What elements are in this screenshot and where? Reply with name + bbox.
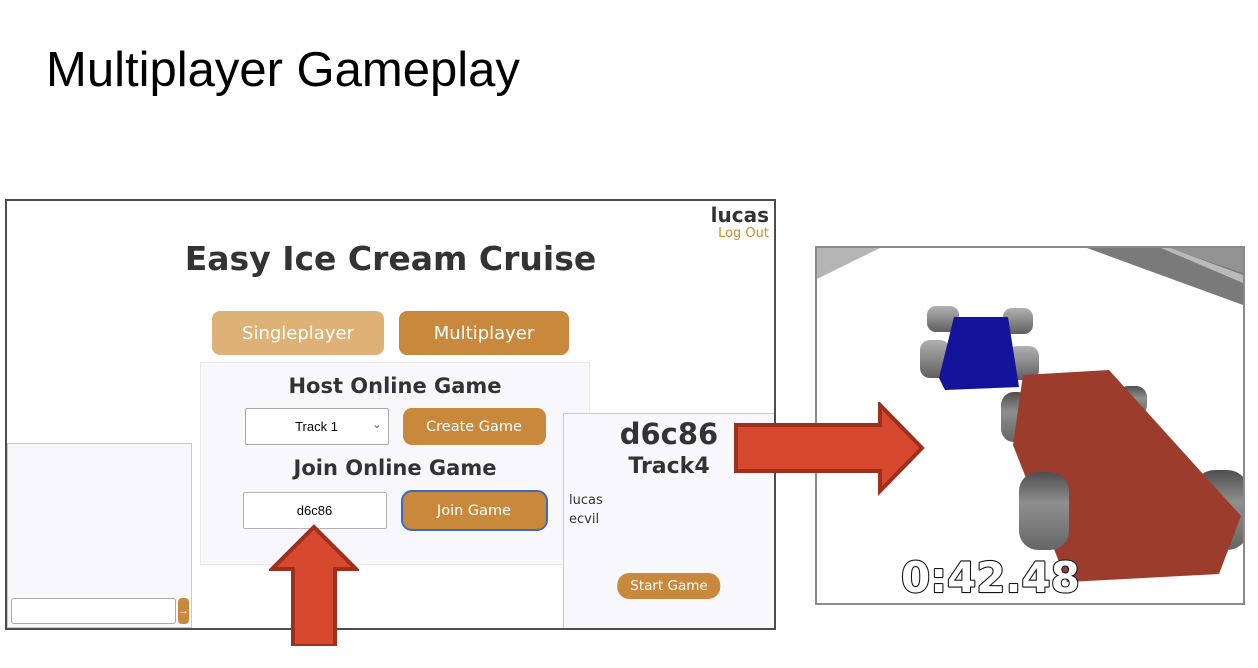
player-item: lucas xyxy=(569,493,603,508)
game-scene: 0:42.48 xyxy=(817,248,1243,603)
red-car xyxy=(1001,370,1243,582)
chevron-down-icon: ⌄ xyxy=(372,419,382,431)
singleplayer-button[interactable]: Singleplayer xyxy=(212,311,384,355)
chat-panel: → xyxy=(7,443,192,628)
blue-car xyxy=(920,306,1039,390)
arrow-up-shape xyxy=(269,524,359,646)
room-code: d6c86 xyxy=(619,417,719,451)
app-title: Easy Ice Cream Cruise xyxy=(184,239,597,278)
chat-input[interactable] xyxy=(11,598,176,624)
join-game-button[interactable]: Join Game xyxy=(400,490,548,531)
player-item: ecvil xyxy=(569,511,600,527)
host-row: Track 1 ⌄ Create Game xyxy=(201,408,589,445)
blue-car-wheel xyxy=(1003,308,1033,334)
red-car-body xyxy=(1013,370,1241,582)
room-track: Track4 xyxy=(628,454,710,479)
chat-input-row: → xyxy=(11,598,189,624)
slide-title: Multiplayer Gameplay xyxy=(46,43,520,97)
game-code-input[interactable] xyxy=(242,492,387,529)
username-label: lucas xyxy=(710,203,769,227)
road-stripe xyxy=(1161,248,1243,283)
arrow-right-annotation xyxy=(734,402,925,496)
road-right-upper xyxy=(1169,248,1243,273)
road-left-wall xyxy=(817,248,880,279)
lobby-screenshot: lucas Log Out Easy Ice Cream Cruise Sing… xyxy=(5,199,776,630)
host-heading: Host Online Game xyxy=(288,374,502,398)
online-game-panel: Host Online Game Track 1 ⌄ Create Game J… xyxy=(200,362,590,565)
track-select-value: Track 1 xyxy=(295,419,338,434)
join-row: Join Game xyxy=(201,490,589,531)
mode-buttons-row: Singleplayer Multiplayer xyxy=(7,311,774,355)
blue-car-wheel xyxy=(927,306,959,332)
start-game-button[interactable]: Start Game xyxy=(617,573,721,599)
logout-link[interactable]: Log Out xyxy=(718,226,769,241)
red-car-wheel xyxy=(1019,472,1069,550)
race-timer: 0:42.48 xyxy=(901,553,1080,602)
create-game-button[interactable]: Create Game xyxy=(402,408,546,445)
multiplayer-button[interactable]: Multiplayer xyxy=(399,311,569,355)
arrow-right-shape xyxy=(734,402,925,496)
chat-send-button[interactable]: → xyxy=(178,598,189,624)
user-block: lucas Log Out xyxy=(711,204,769,242)
join-heading: Join Online Game xyxy=(293,456,497,480)
arrow-up-annotation xyxy=(269,524,359,646)
player-list: lucas ecvil xyxy=(569,492,603,530)
blue-car-body xyxy=(939,317,1019,390)
track-select[interactable]: Track 1 ⌄ xyxy=(244,408,389,445)
